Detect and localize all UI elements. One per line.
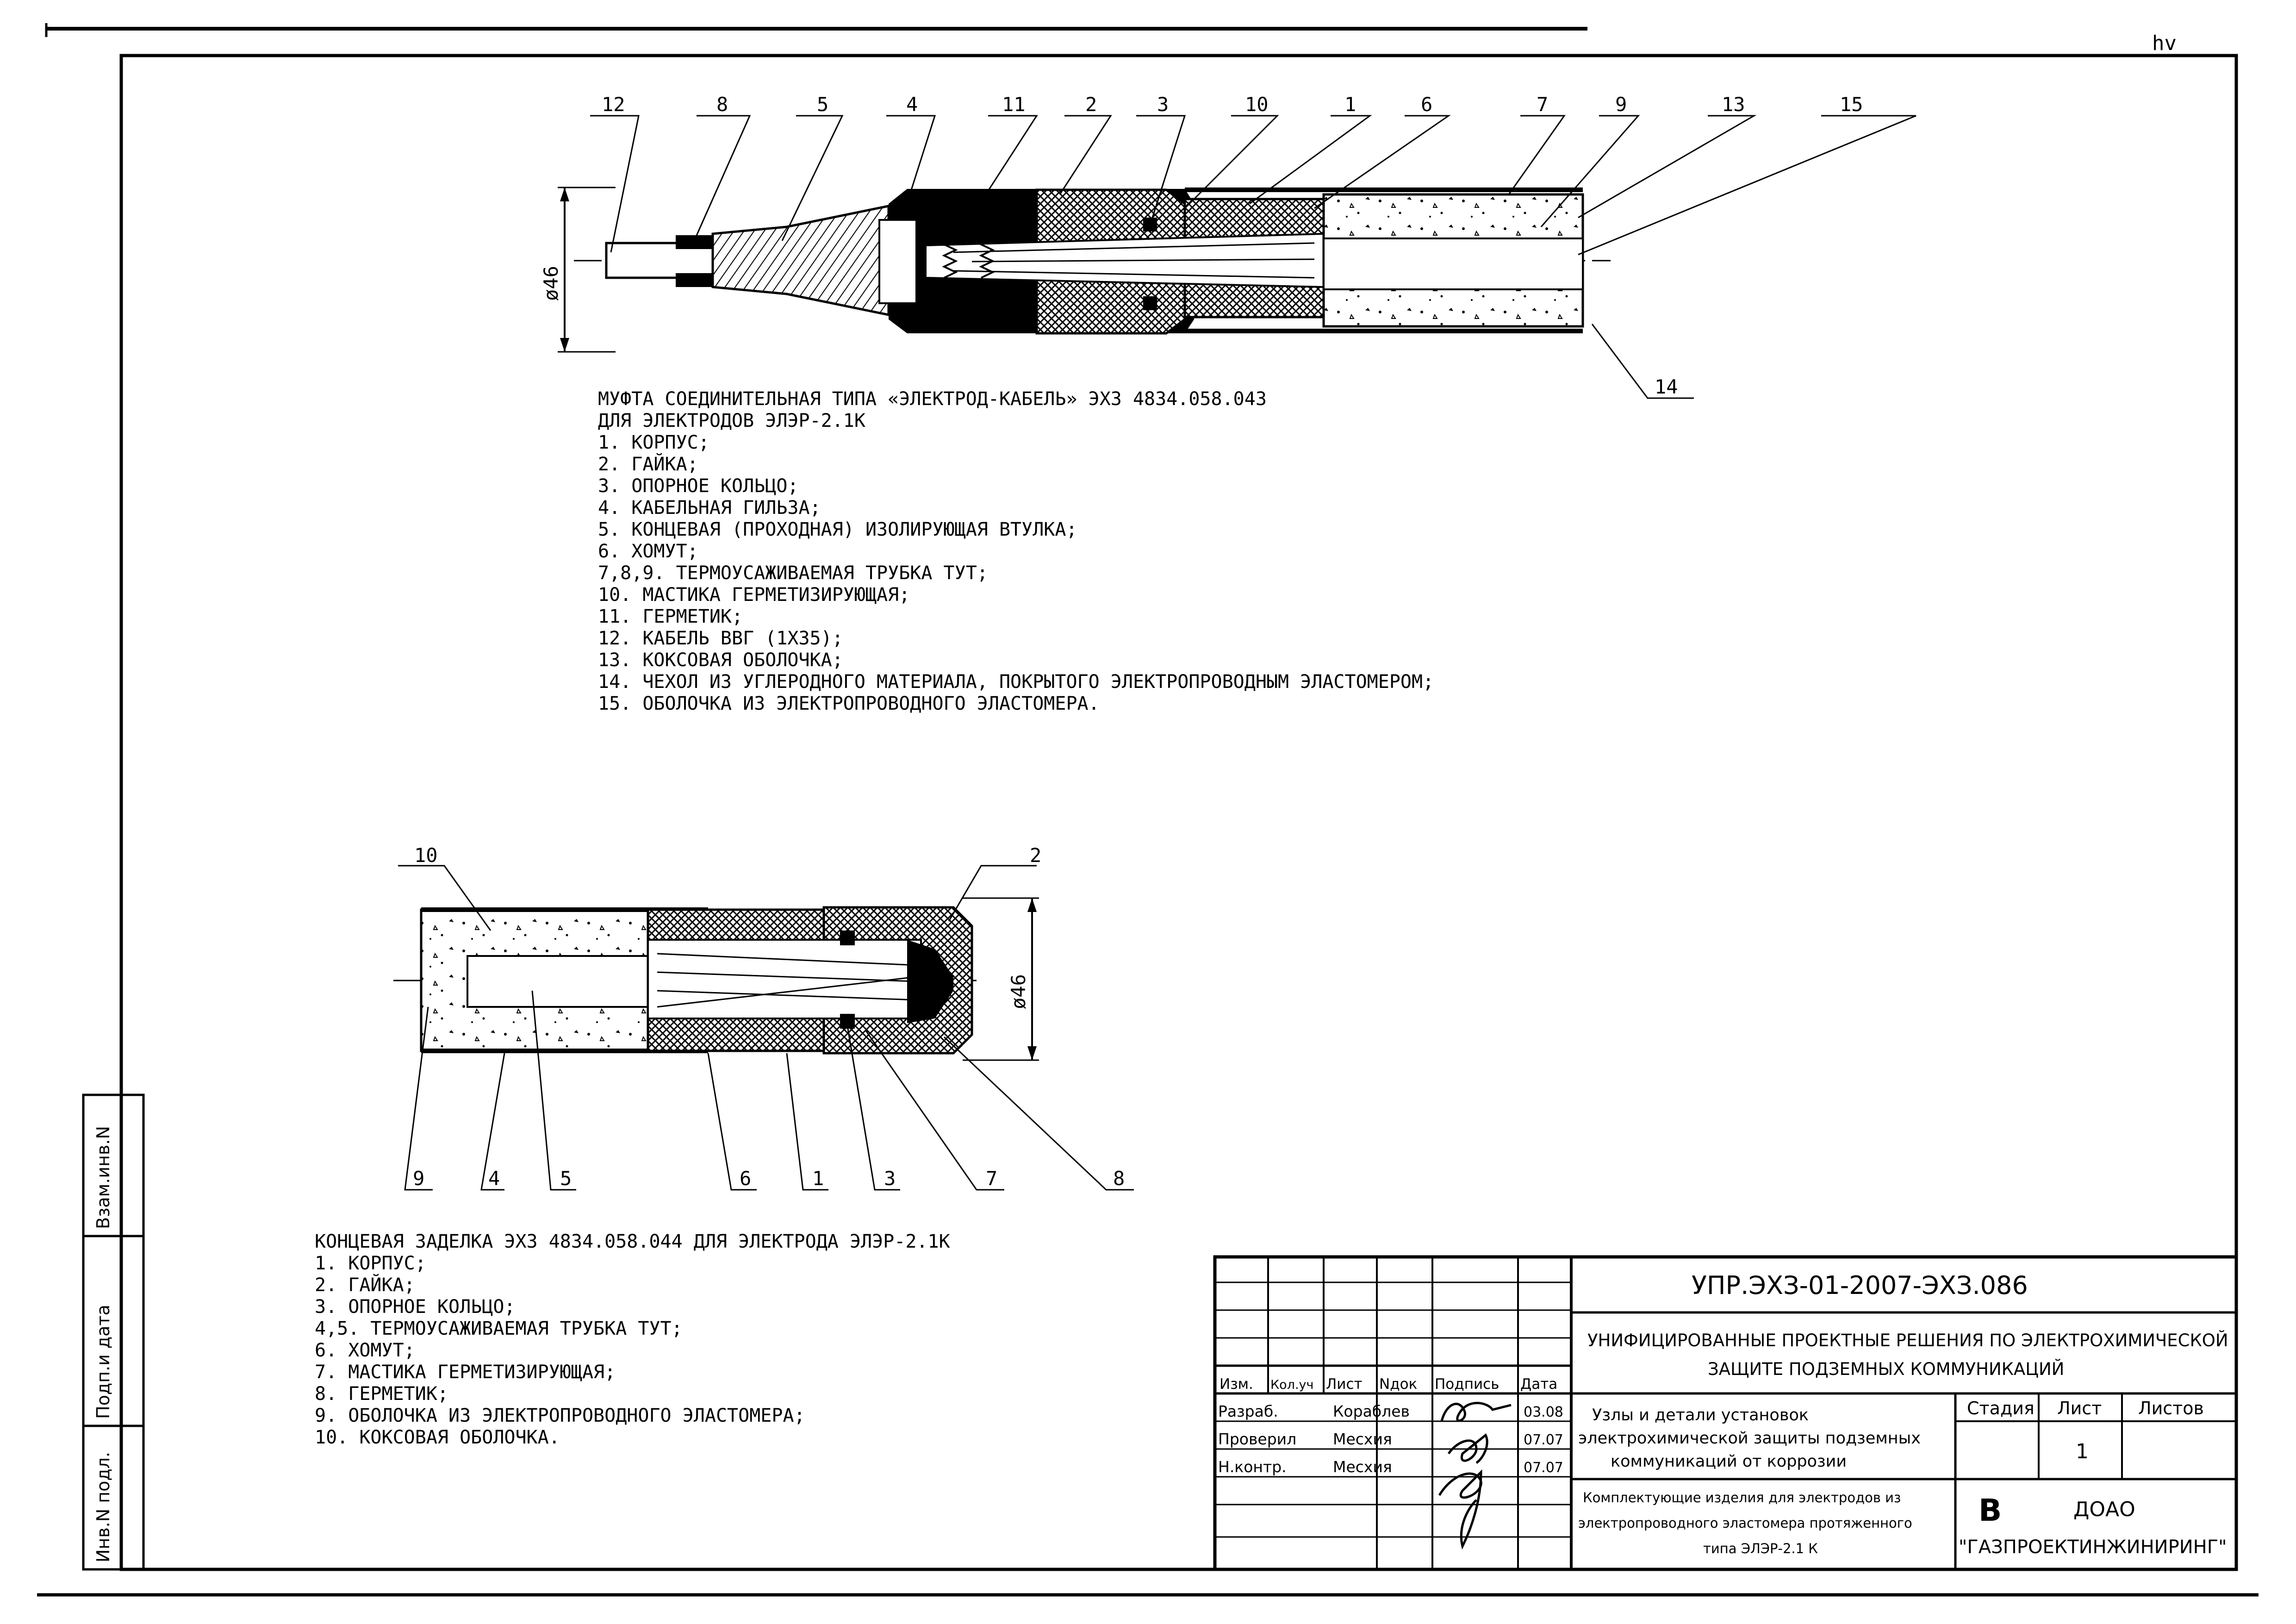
callout-2b: 2 — [1030, 844, 1041, 867]
sheet-frame — [37, 23, 2259, 1597]
company-line-1: ДОАО — [2073, 1498, 2135, 1521]
list-item: 5. КОНЦЕВАЯ (ПРОХОДНАЯ) ИЗОЛИРУЮЩАЯ ВТУЛ… — [598, 519, 1077, 540]
doc-code: УПР.ЭХЗ-01-2007-ЭХЗ.086 — [1692, 1271, 2028, 1300]
series-title-1: УНИФИЦИРОВАННЫЕ ПРОЕКТНЫЕ РЕШЕНИЯ ПО ЭЛЕ… — [1587, 1330, 2228, 1350]
callout-4: 4 — [906, 93, 918, 116]
sheet-title-2: электропроводного эластомера протяженног… — [1578, 1515, 1912, 1531]
callout-7: 7 — [1537, 93, 1548, 116]
list-item: 1. КОРПУС; — [598, 432, 709, 453]
role-norm-control: Н.контр. — [1218, 1458, 1287, 1476]
sheet-title-3: типа ЭЛЭР-2.1 К — [1703, 1541, 1818, 1556]
sheet-number: 1 — [2076, 1440, 2089, 1463]
callout-5b: 5 — [560, 1167, 572, 1190]
sheets-header: Листов — [2138, 1398, 2204, 1418]
date-checker: 07.07 — [1524, 1432, 1563, 1448]
caption-termination: КОНЦЕВАЯ ЗАДЕЛКА ЭХЗ 4834.058.044 ДЛЯ ЭЛ… — [315, 1231, 950, 1252]
callout-13: 13 — [1722, 93, 1745, 116]
callout-1b: 1 — [812, 1167, 824, 1190]
callout-14: 14 — [1655, 375, 1678, 398]
callout-9b: 9 — [413, 1167, 424, 1190]
callout-8: 8 — [716, 93, 728, 116]
list-item: 2. ГАЙКА; — [315, 1274, 415, 1296]
side-stamp-inv: Инв.N подл. — [93, 1452, 113, 1562]
stage-header: Стадия — [1967, 1398, 2035, 1418]
callout-9: 9 — [1615, 93, 1627, 116]
role-checker: Проверил — [1218, 1430, 1296, 1448]
termination-drawing: ø46 — [393, 865, 1134, 1191]
sheet-title-1: Комплектующие изделия для электродов из — [1583, 1490, 1901, 1505]
list-item: 10. МАСТИКА ГЕРМЕТИЗИРУЮЩАЯ; — [598, 584, 910, 606]
side-stamp-sign: Подп.и дата — [93, 1305, 113, 1419]
list-item: 13. КОКСОВАЯ ОБОЛОЧКА; — [598, 650, 843, 671]
list-item: 3. ОПОРНОЕ КОЛЬЦО; — [315, 1296, 515, 1318]
callout-4b: 4 — [488, 1167, 500, 1190]
list-item: 6. ХОМУТ; — [598, 541, 698, 562]
name-developer: Кораблев — [1333, 1402, 1410, 1420]
date-norm-control: 07.07 — [1524, 1460, 1563, 1476]
caption-line-1: МУФТА СОЕДИНИТЕЛЬНАЯ ТИПА «ЭЛЕКТРОД-КАБЕ… — [598, 388, 1267, 410]
list-item: 15. ОБОЛОЧКА ИЗ ЭЛЕКТРОПРОВОДНОГО ЭЛАСТО… — [598, 693, 1100, 714]
company-logo-icon: B — [1979, 1493, 2002, 1528]
callout-1: 1 — [1344, 93, 1356, 116]
callout-3: 3 — [1157, 93, 1169, 116]
callout-10: 10 — [1245, 93, 1269, 116]
list-item: 11. ГЕРМЕТИК; — [598, 606, 743, 627]
coupling-spec-list: МУФТА СОЕДИНИТЕЛЬНАЯ ТИПА «ЭЛЕКТРОД-КАБЕ… — [598, 388, 1434, 714]
termination-callouts: 10 2 9 4 5 6 1 3 7 8 — [413, 844, 1125, 1190]
callout-12: 12 — [602, 93, 625, 116]
sheet-header: Лист — [2057, 1398, 2102, 1418]
list-item: 4. КАБЕЛЬНАЯ ГИЛЬЗА; — [598, 497, 821, 518]
coupling-callouts: 12 8 5 4 11 2 3 10 1 6 7 9 13 15 14 — [602, 93, 1863, 398]
callout-7b: 7 — [986, 1167, 997, 1190]
callout-6: 6 — [1421, 93, 1432, 116]
list-item: 1. КОРПУС; — [315, 1253, 426, 1274]
col-header-sign: Подпись — [1435, 1376, 1499, 1393]
list-item: 12. КАБЕЛЬ ВВГ (1Х35); — [598, 628, 843, 649]
list-item: 6. ХОМУТ; — [315, 1340, 415, 1361]
callout-5: 5 — [817, 93, 828, 116]
side-stamp: Инв.N подл. Подп.и дата Взам.инв.N — [82, 1093, 145, 1571]
album-title-1: Узлы и детали установок — [1592, 1406, 1809, 1424]
list-item: 2. ГАЙКА; — [598, 453, 698, 475]
list-item: 9. ОБОЛОЧКА ИЗ ЭЛЕКТРОПРОВОДНОГО ЭЛАСТОМ… — [315, 1405, 805, 1426]
callout-6b: 6 — [740, 1167, 751, 1190]
col-header-qty: Кол.уч — [1270, 1378, 1313, 1392]
callout-8b: 8 — [1113, 1167, 1125, 1190]
callout-3b: 3 — [884, 1167, 896, 1190]
termination-spec-list: КОНЦЕВАЯ ЗАДЕЛКА ЭХЗ 4834.058.044 ДЛЯ ЭЛ… — [315, 1231, 950, 1448]
corner-mark: hv — [2152, 31, 2177, 55]
col-header-sheet: Лист — [1326, 1376, 1363, 1393]
name-checker: Месхия — [1333, 1430, 1392, 1448]
album-title-3: коммуникаций от коррозии — [1611, 1452, 1847, 1471]
name-norm-control: Месхия — [1333, 1458, 1392, 1476]
list-item: 10. КОКСОВАЯ ОБОЛОЧКА. — [315, 1427, 560, 1448]
callout-15: 15 — [1840, 93, 1863, 116]
list-item: 4,5. ТЕРМОУСАЖИВАЕМАЯ ТРУБКА ТУТ; — [315, 1318, 683, 1339]
album-title-2: электрохимической защиты подземных — [1578, 1429, 1921, 1448]
caption-line-2: ДЛЯ ЭЛЕКТРОДОВ ЭЛЭР-2.1К — [598, 410, 865, 431]
coupling-drawing: ø46 — [540, 115, 1916, 399]
list-item: 7. МАСТИКА ГЕРМЕТИЗИРУЮЩАЯ; — [315, 1362, 616, 1383]
callout-2: 2 — [1085, 93, 1097, 116]
dimension-label-2: ø46 — [1007, 974, 1030, 1009]
callout-10b: 10 — [414, 844, 438, 867]
list-item: 3. ОПОРНОЕ КОЛЬЦО; — [598, 475, 798, 497]
role-developer: Разраб. — [1218, 1402, 1278, 1420]
list-item: 7,8,9. ТЕРМОУСАЖИВАЕМАЯ ТРУБКА ТУТ; — [598, 562, 988, 584]
col-header-change: Изм. — [1220, 1376, 1253, 1393]
title-block — [1213, 1255, 2238, 1571]
date-developer: 03.08 — [1524, 1404, 1563, 1420]
title-block-text: УПР.ЭХЗ-01-2007-ЭХЗ.086 УНИФИЦИРОВАННЫЕ … — [1218, 1271, 2228, 1558]
col-header-docno: Nдок — [1379, 1376, 1417, 1393]
col-header-date: Дата — [1520, 1376, 1557, 1393]
callout-11: 11 — [1002, 93, 1026, 116]
dimension-label-1: ø46 — [540, 266, 562, 301]
series-title-2: ЗАЩИТЕ ПОДЗЕМНЫХ КОММУНИКАЦИЙ — [1708, 1359, 2064, 1379]
side-stamp-replace: Взам.инв.N — [93, 1126, 113, 1229]
list-item: 8. ГЕРМЕТИК; — [315, 1383, 448, 1405]
signatures — [1438, 1402, 1512, 1550]
company-line-2: "ГАЗПРОЕКТИНЖИНИРИНГ" — [1959, 1537, 2227, 1558]
list-item: 14. ЧЕХОЛ ИЗ УГЛЕРОДНОГО МАТЕРИАЛА, ПОКР… — [598, 671, 1434, 693]
